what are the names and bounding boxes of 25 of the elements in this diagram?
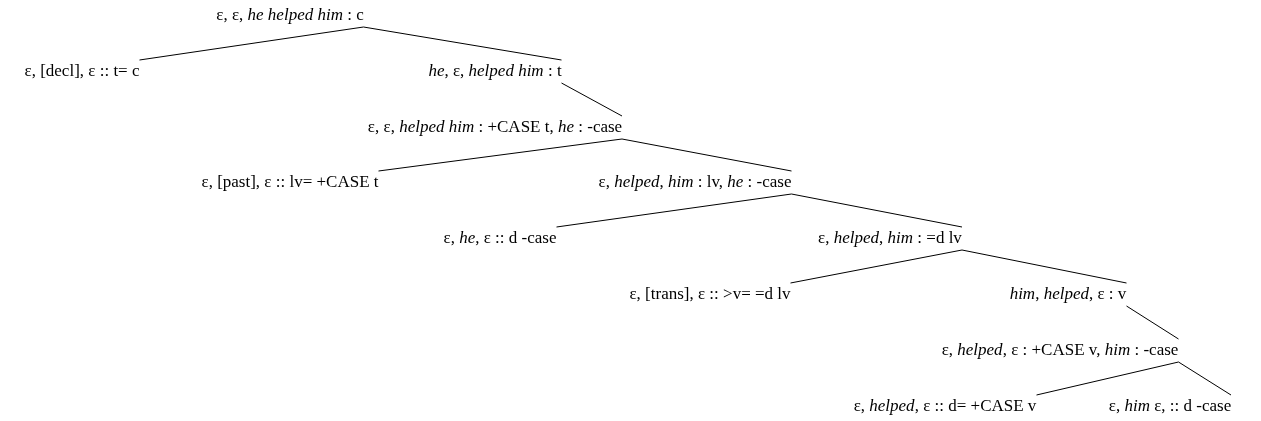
derivation-label: ε, helped, him : =d lv (818, 228, 962, 247)
derivation-label: ε, helped, ε :: d= +CASE v (853, 396, 1037, 415)
tree-branch-line (621, 138, 792, 172)
derivation-label: him, helped, ε : v (1009, 284, 1127, 303)
derivation-label: ε, [past], ε :: lv= +CASE t (201, 172, 379, 191)
derivation-label: ε, he, ε :: d -case (443, 228, 557, 247)
tree-branch-line (556, 193, 792, 228)
derivation-label: ε, [trans], ε :: >v= =d lv (629, 284, 791, 303)
tree-branch-line (378, 138, 623, 172)
tree-branch-line (791, 193, 963, 228)
derivation-label: he, ε, helped him : t (428, 61, 562, 80)
derivation-label: ε, helped, him : lv, he : -case (598, 172, 792, 191)
derivation-label: ε, him ε, :: d -case (1108, 396, 1232, 415)
tree-branch-line (1126, 305, 1179, 340)
tree-branch-line (1036, 361, 1179, 396)
tree-branch-line (1178, 361, 1232, 396)
tree-branch-line (790, 249, 963, 284)
tree-branch-line (139, 26, 364, 61)
derivation-label: ε, ε, helped him : +CASE t, he : -case (367, 117, 623, 136)
tree-branch-line (363, 26, 562, 61)
tree-branch-line (961, 249, 1127, 284)
tree-branch-line (561, 82, 623, 117)
derivation-label: ε, helped, ε : +CASE v, him : -case (941, 340, 1179, 359)
derivation-label: ε, [decl], ε :: t= c (24, 61, 140, 80)
derivation-label: ε, ε, he helped him : c (216, 5, 364, 24)
